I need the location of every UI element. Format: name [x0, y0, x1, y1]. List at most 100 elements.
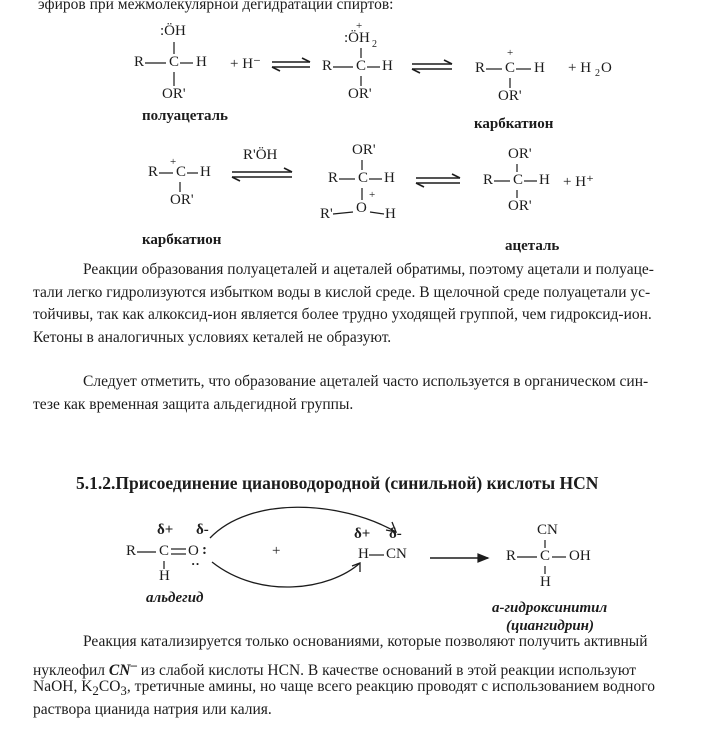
equilibrium-arrow [231, 167, 293, 182]
carbon-atom: C [159, 543, 170, 559]
bond [369, 211, 385, 215]
carbon-atom: C [513, 172, 524, 188]
subscript: 3 [120, 683, 127, 699]
label-aldehyde: альдегид [146, 590, 204, 606]
carbon-atom: C [540, 548, 551, 564]
equilibrium-arrow [411, 59, 453, 74]
alkoxy-group: OR' [498, 88, 522, 104]
alkoxy-group: OR' [348, 86, 372, 102]
subscript-2: 2 [372, 39, 377, 50]
text-fragment: нуклеофил [33, 661, 109, 679]
subscript-2: 2 [595, 68, 600, 79]
paragraph-protection: Следует отметить, что образование ацетал… [33, 371, 683, 416]
alkoxy-group: OR' [162, 86, 186, 102]
r-group: R [506, 548, 517, 564]
plus-h-ion: + H⁻ [230, 56, 261, 72]
cyano-group: CN [537, 522, 558, 538]
text-line: тойчивы, так как алкоксид-ион является б… [33, 306, 652, 323]
carbon-atom: C [505, 60, 516, 76]
oxonium-group: :ÖH [344, 30, 370, 46]
paragraph-catalysis: Реакция катализируется только основаниям… [33, 631, 683, 721]
r-group: R [322, 58, 333, 74]
delta-plus: δ+ [157, 522, 174, 538]
label-hemiacetal: полуацеталь [142, 108, 228, 124]
text-fragment: NaOH, K [33, 678, 93, 695]
subscript: 2 [92, 683, 99, 699]
plus-charge: + [507, 47, 514, 59]
text-line: Реакции образования полуацеталей и ацета… [83, 261, 654, 278]
label-cyanohydrin: (циангидрин) [506, 618, 594, 634]
hydrogen-atom: H [358, 546, 369, 562]
text-fragment: CO [98, 678, 121, 695]
alkoxy-group: OR' [508, 198, 532, 214]
curved-arrow [211, 561, 361, 588]
water-o: O [601, 60, 612, 76]
hydrogen-atom: H [200, 164, 211, 180]
oxygen-atom: O [356, 200, 367, 216]
cyano-group: CN [386, 546, 407, 562]
water-h: + H [568, 60, 592, 76]
carbon-atom: C [358, 170, 369, 186]
bond [332, 211, 354, 215]
plus-charge: + [369, 189, 376, 201]
text-line: раствора цианида натрия или калия. [33, 700, 272, 718]
label-hydroxynitrile: а-гидроксинитил [492, 600, 608, 616]
curved-arrow [209, 506, 397, 539]
delta-minus: δ- [196, 522, 209, 538]
carbon-atom: C [356, 58, 367, 74]
r-group: R [148, 164, 159, 180]
r-group: R [483, 172, 494, 188]
delta-plus: δ+ [354, 526, 371, 542]
text-line: Следует отметить, что образование ацетал… [83, 373, 649, 390]
hydrogen-atom: H [384, 170, 395, 186]
hydrogen-atom: H [540, 574, 551, 590]
plus-sign: + [272, 543, 281, 559]
hydrogen-atom: H [539, 172, 550, 188]
text-line: NaOH, K2CO3, третичные амины, но чаще вс… [33, 676, 683, 699]
hydroxyl-group: OH [569, 548, 591, 564]
r-group: R [126, 543, 137, 559]
carbon-atom: C [176, 164, 187, 180]
paragraph-reversibility: Реакции образования полуацеталей и ацета… [33, 259, 683, 349]
hydrogen-atom: H [385, 206, 396, 222]
text-fragment: , третичные амины, но чаще всего реакцию… [126, 678, 655, 695]
lone-pair: : [202, 542, 207, 558]
hydrogen-atom: H [196, 54, 207, 70]
r-group: R [475, 60, 486, 76]
charge-superscript: – [130, 656, 137, 672]
cyanide-ion: CN [108, 661, 131, 679]
hydrogen-atom: H [534, 60, 545, 76]
oxygen-atom: O [188, 543, 199, 559]
hydrogen-atom: H [159, 568, 170, 584]
r-group: R [328, 170, 339, 186]
alkoxy-group: OR' [170, 192, 194, 208]
hydrogen-atom: H [382, 58, 393, 74]
text-line: нуклеофил CN– из слабой кислоты HCN. В к… [33, 654, 683, 679]
reagent-alcohol: R'ÖH [243, 147, 278, 163]
intro-line: эфиров при межмолекулярной дегидратации … [38, 0, 394, 13]
text-line: тезе как временная защита альдегидной гр… [33, 395, 354, 413]
text-fragment: из слабой кислоты HCN. В качестве основа… [136, 661, 637, 679]
hydroxyl-group: :ÖH [160, 23, 186, 39]
text-line: тали легко гидролизуются избытком воды в… [33, 283, 651, 301]
arrowhead [385, 521, 398, 533]
equilibrium-arrow [415, 173, 461, 188]
arrowhead [477, 553, 490, 563]
text-line: Кетоны в аналогичных условиях кеталей не… [33, 328, 392, 346]
equilibrium-arrow [271, 57, 311, 72]
label-carbocation: карбкатион [142, 232, 222, 248]
alkoxy-group: OR' [508, 146, 532, 162]
text-line: Реакция катализируется только основаниям… [83, 633, 648, 650]
label-carbocation: карбкатион [474, 116, 554, 132]
lone-pair: ·· [191, 556, 200, 571]
alkoxy-group: OR' [352, 142, 376, 158]
arrowhead [351, 562, 361, 572]
label-acetal: ацеталь [505, 238, 560, 254]
plus-h-ion: + H⁺ [563, 174, 594, 190]
r-group: R [134, 54, 145, 70]
plus-charge: + [356, 20, 363, 32]
plus-charge: + [170, 156, 177, 168]
section-heading: 5.1.2.Присоединение циановодородной (син… [76, 473, 599, 493]
r-prime-group: R' [320, 206, 333, 222]
